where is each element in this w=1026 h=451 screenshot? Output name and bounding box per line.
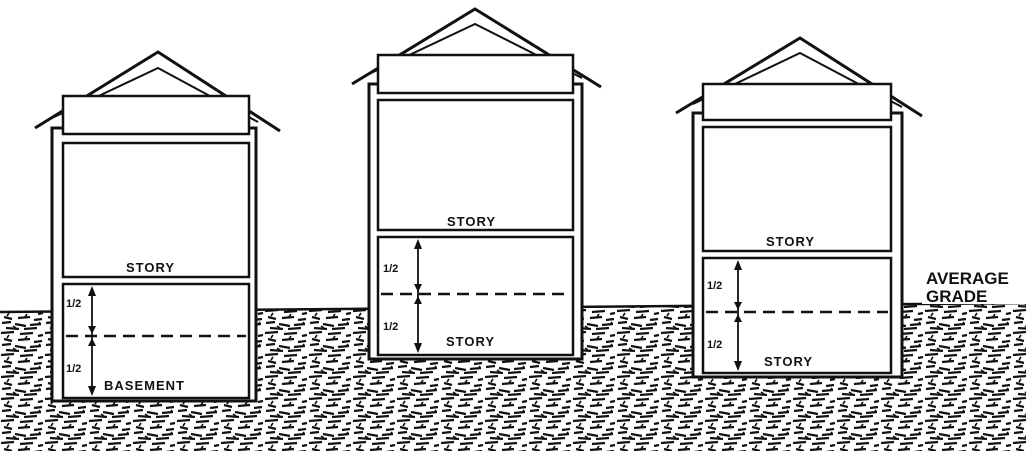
house-1-half-lower: 1/2 bbox=[66, 363, 81, 375]
house-2-story-label-lower: STORY bbox=[446, 334, 495, 349]
house-3-half-upper: 1/2 bbox=[707, 280, 722, 292]
house-1-story-label: STORY bbox=[126, 260, 175, 275]
house-2-story-label-upper: STORY bbox=[447, 214, 496, 229]
house-3-upper-room bbox=[701, 125, 893, 253]
house-3-arrow-top bbox=[734, 260, 742, 270]
house-1-arrow-mid-up bbox=[88, 326, 96, 334]
house-basement: STORY 1/2 1/2 BASEMENT bbox=[34, 50, 281, 403]
house-3-lower-room bbox=[701, 256, 893, 375]
house-2-arrow-top bbox=[414, 239, 422, 249]
house-1-half-upper: 1/2 bbox=[66, 298, 81, 310]
house-right: STORY 1/2 1/2 STORY bbox=[675, 36, 923, 379]
average-grade-label-bg bbox=[922, 266, 1026, 304]
house-1-basement-label: BASEMENT bbox=[104, 378, 185, 393]
average-grade-label: AVERAGE GRADE bbox=[922, 266, 1026, 306]
average-grade-line-1: AVERAGE bbox=[926, 269, 1009, 288]
house-1-arrow-top bbox=[88, 286, 96, 296]
house-3-arrow-mid-up bbox=[734, 302, 742, 310]
house-3-arrow-bottom bbox=[734, 361, 742, 371]
house-3-half-lower: 1/2 bbox=[707, 339, 722, 351]
house-1-attic bbox=[61, 94, 251, 136]
house-3-story-label-lower: STORY bbox=[764, 354, 813, 369]
house-2-lower-room bbox=[376, 235, 575, 357]
house-2-arrow-bottom bbox=[414, 343, 422, 353]
house-3-story-label-upper: STORY bbox=[766, 234, 815, 249]
house-3-attic bbox=[701, 82, 893, 122]
house-2-arrow-mid-down bbox=[414, 296, 422, 304]
house-center: STORY 1/2 1/2 STORY bbox=[351, 7, 602, 361]
house-2-arrow-mid-up bbox=[414, 284, 422, 292]
house-2-attic bbox=[376, 53, 575, 95]
house-1-basement-room bbox=[61, 282, 251, 400]
house-1-arrow-mid-down bbox=[88, 338, 96, 346]
house-1-arrow-bottom bbox=[88, 386, 96, 396]
average-grade-line-2: GRADE bbox=[926, 287, 987, 306]
house-2-upper-room bbox=[376, 98, 575, 232]
house-2-half-upper: 1/2 bbox=[383, 263, 398, 275]
house-2-half-lower: 1/2 bbox=[383, 321, 398, 333]
house-1-upper-room bbox=[61, 141, 251, 279]
house-3-arrow-mid-down bbox=[734, 314, 742, 322]
